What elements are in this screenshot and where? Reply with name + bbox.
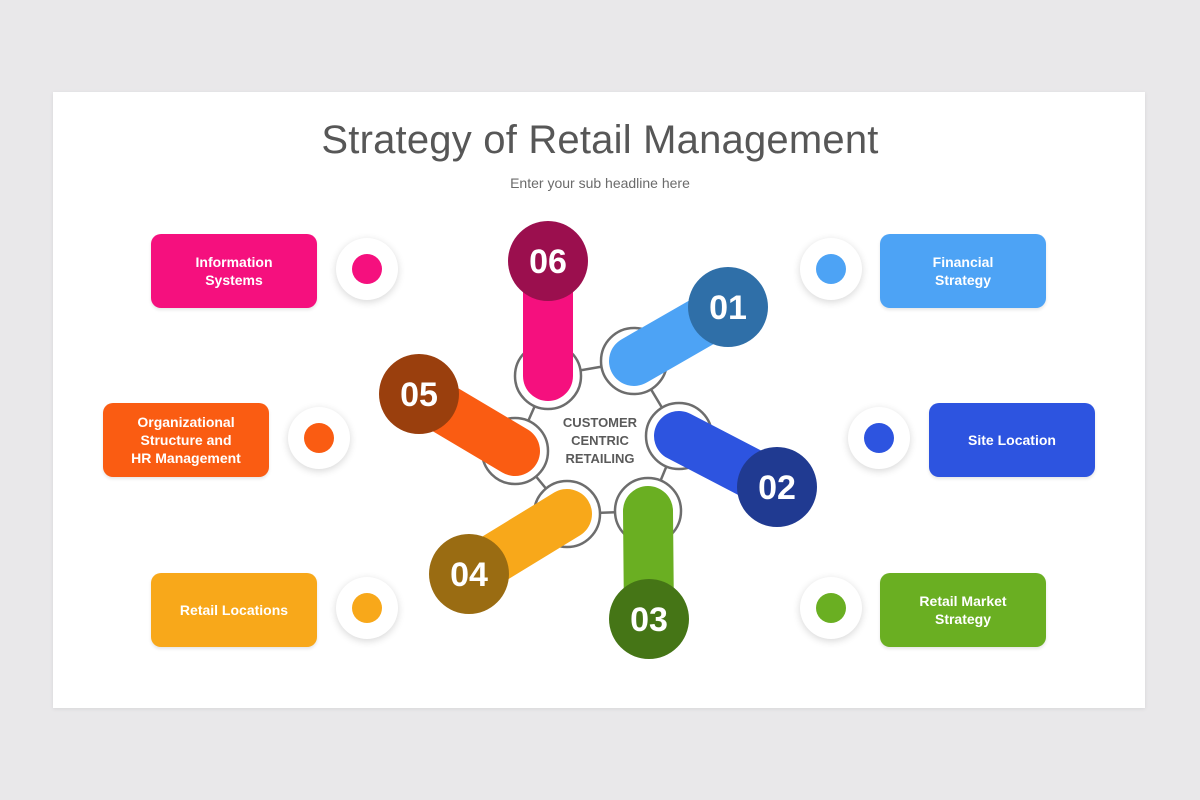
arms-group: 06 01 02 05 04 03 [379, 221, 817, 659]
label-retail-market-strategy: Retail Market Strategy [880, 573, 1046, 647]
dot-ring-04 [336, 577, 398, 639]
page-subtitle: Enter your sub headline here [510, 175, 690, 191]
arm-number-01: 01 [709, 289, 747, 327]
dot-05 [304, 423, 334, 453]
dot-ring-01 [800, 238, 862, 300]
page-title: Strategy of Retail Management [321, 118, 879, 162]
label-organizational-structure: Organizational Structure and HR Manageme… [103, 403, 269, 477]
arm-cap-03 [609, 579, 689, 659]
dot-02 [864, 423, 894, 453]
dot-01 [816, 254, 846, 284]
arm-01: 01 [609, 267, 768, 386]
arm-cap-01 [688, 267, 768, 347]
arm-number-06: 06 [529, 243, 567, 281]
label-site-location: Site Location [929, 403, 1095, 477]
label-information-systems: Information Systems [151, 234, 317, 308]
label-retail-locations: Retail Locations [151, 573, 317, 647]
arm-number-02: 02 [758, 469, 796, 507]
arm-03: 03 [609, 486, 689, 659]
dot-03 [816, 593, 846, 623]
arm-number-03: 03 [630, 601, 668, 639]
hub-line-3: RETAILING [565, 451, 634, 466]
arm-number-04: 04 [450, 556, 488, 594]
arm-04: 04 [429, 489, 592, 614]
arm-number-05: 05 [400, 376, 438, 414]
dot-ring-02 [848, 407, 910, 469]
arm-cap-05 [379, 354, 459, 434]
dot-ring-03 [800, 577, 862, 639]
dot-ring-06 [336, 238, 398, 300]
dot-04 [352, 593, 382, 623]
hub-line-1: CUSTOMER [563, 415, 638, 430]
dot-06 [352, 254, 382, 284]
dot-ring-05 [288, 407, 350, 469]
arm-cap-06 [508, 221, 588, 301]
arm-cap-02 [737, 447, 817, 527]
arm-05: 05 [379, 354, 540, 476]
arm-cap-04 [429, 534, 509, 614]
hub-center-text: CUSTOMER CENTRIC RETAILING [563, 415, 638, 466]
label-financial-strategy: Financial Strategy [880, 234, 1046, 308]
hub-line-2: CENTRIC [571, 433, 629, 448]
arm-02: 02 [654, 411, 817, 527]
arm-06: 06 [508, 221, 588, 401]
